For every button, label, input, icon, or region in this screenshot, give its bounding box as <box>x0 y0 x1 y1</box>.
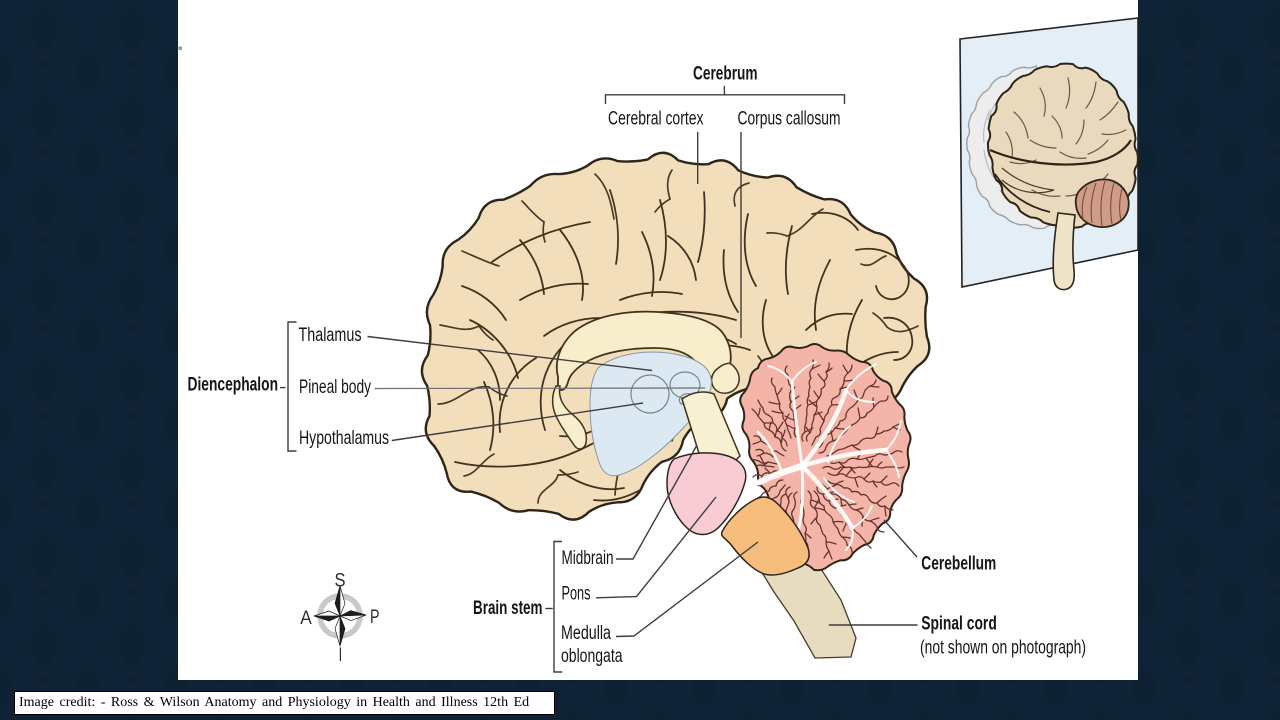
svg-text:Midbrain: Midbrain <box>562 547 614 569</box>
svg-text:Diencephalon: Diencephalon <box>188 374 279 396</box>
svg-text:Cerebral cortex: Cerebral cortex <box>608 108 704 130</box>
svg-text:I: I <box>339 644 343 666</box>
svg-text:A: A <box>300 607 312 629</box>
svg-text:Corpus callosum: Corpus callosum <box>738 108 841 130</box>
svg-text:Pons: Pons <box>562 583 591 605</box>
svg-text:Hypothalamus: Hypothalamus <box>299 427 389 449</box>
svg-text:Cerebrum: Cerebrum <box>693 63 758 85</box>
svg-text:oblongata: oblongata <box>561 645 623 667</box>
svg-text:Spinal cord: Spinal cord <box>921 612 997 634</box>
svg-text:P: P <box>370 606 380 628</box>
svg-text:Thalamus: Thalamus <box>299 324 362 346</box>
svg-text:Medulla: Medulla <box>561 622 611 644</box>
svg-text:S: S <box>335 570 346 592</box>
svg-text:(not shown on photograph): (not shown on photograph) <box>920 636 1086 658</box>
svg-text:Pineal body: Pineal body <box>299 376 371 398</box>
svg-text:Cerebellum: Cerebellum <box>921 553 996 575</box>
svg-text:Brain stem: Brain stem <box>473 597 543 619</box>
